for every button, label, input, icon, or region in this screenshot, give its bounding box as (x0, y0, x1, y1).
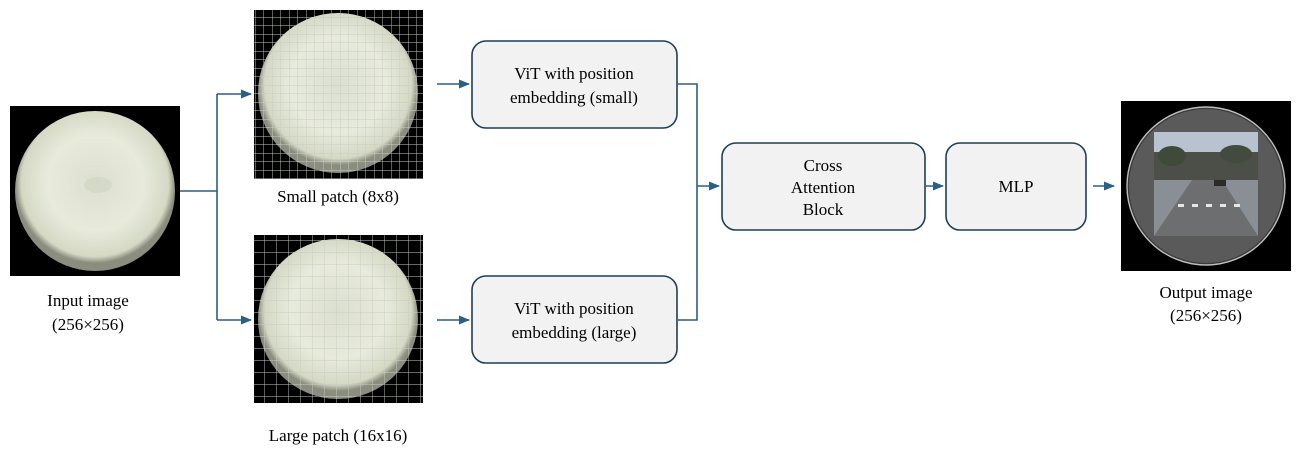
cross-attention-line2: Attention (791, 178, 856, 197)
large-patch-image (254, 235, 423, 403)
input-image-size: (256×256) (52, 315, 124, 334)
small-patch-label: Small patch (8x8) (277, 187, 399, 206)
cross-attention-block: Cross Attention Block (721, 142, 926, 231)
cross-attention-line3: Block (803, 200, 844, 219)
mlp-block: MLP (945, 142, 1087, 231)
output-image-label: Output image (1159, 283, 1252, 302)
branch-connector (180, 89, 253, 325)
large-patch-label: Large patch (16x16) (269, 426, 407, 445)
output-image-size: (256×256) (1170, 306, 1242, 325)
input-image-label: Input image (47, 291, 129, 310)
vit-small-line2: embedding (small) (510, 88, 638, 107)
input-image (10, 106, 180, 276)
vit-small-block: ViT with position embedding (small) (471, 40, 678, 129)
vit-small-line1: ViT with position (514, 64, 634, 83)
small-patch-image (254, 10, 423, 179)
cross-attention-line1: Cross (804, 156, 843, 175)
output-image (1121, 101, 1291, 271)
merge-connector (677, 83, 721, 321)
vit-large-line1: ViT with position (514, 299, 634, 318)
vit-large-line2: embedding (large) (512, 323, 637, 342)
vit-large-block: ViT with position embedding (large) (471, 275, 678, 364)
mlp-label: MLP (999, 177, 1034, 196)
